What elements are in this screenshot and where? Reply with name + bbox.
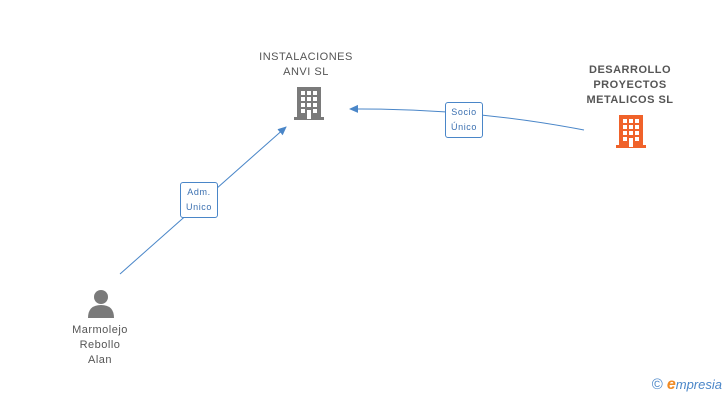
label-line: Marmolejo <box>72 324 128 336</box>
label-line: DESARROLLO <box>589 64 671 76</box>
person-icon[interactable] <box>86 288 116 318</box>
label-line: METALICOS SL <box>586 94 674 106</box>
label-line: INSTALACIONES <box>259 51 353 63</box>
company-label-instalaciones[interactable]: INSTALACIONES ANVI SL <box>246 50 366 80</box>
label-line: PROYECTOS <box>593 79 667 91</box>
label-line: Rebollo <box>79 339 121 351</box>
edge-label-line: Adm. <box>187 187 211 197</box>
edge-label-socio-unico[interactable]: Socio Único <box>445 102 484 138</box>
copyright-symbol: © <box>651 376 663 393</box>
edge-label-adm-unico[interactable]: Adm. Unico <box>180 182 219 218</box>
edge-label-line: Único <box>451 122 478 132</box>
building-icon[interactable] <box>292 86 326 120</box>
label-line: ANVI SL <box>283 66 329 78</box>
edge-label-line: Unico <box>186 202 213 212</box>
label-line: Alan <box>87 354 113 366</box>
empresia-watermark: ©empresia <box>652 376 722 394</box>
brand-e: e <box>666 376 676 393</box>
edge-label-line: Socio <box>451 107 477 117</box>
brand-rest: mpresia <box>675 377 722 392</box>
company-label-desarrollo[interactable]: DESARROLLO PROYECTOS METALICOS SL <box>570 63 690 108</box>
person-label[interactable]: Marmolejo Rebollo Alan <box>48 323 152 368</box>
building-icon[interactable] <box>614 114 648 148</box>
